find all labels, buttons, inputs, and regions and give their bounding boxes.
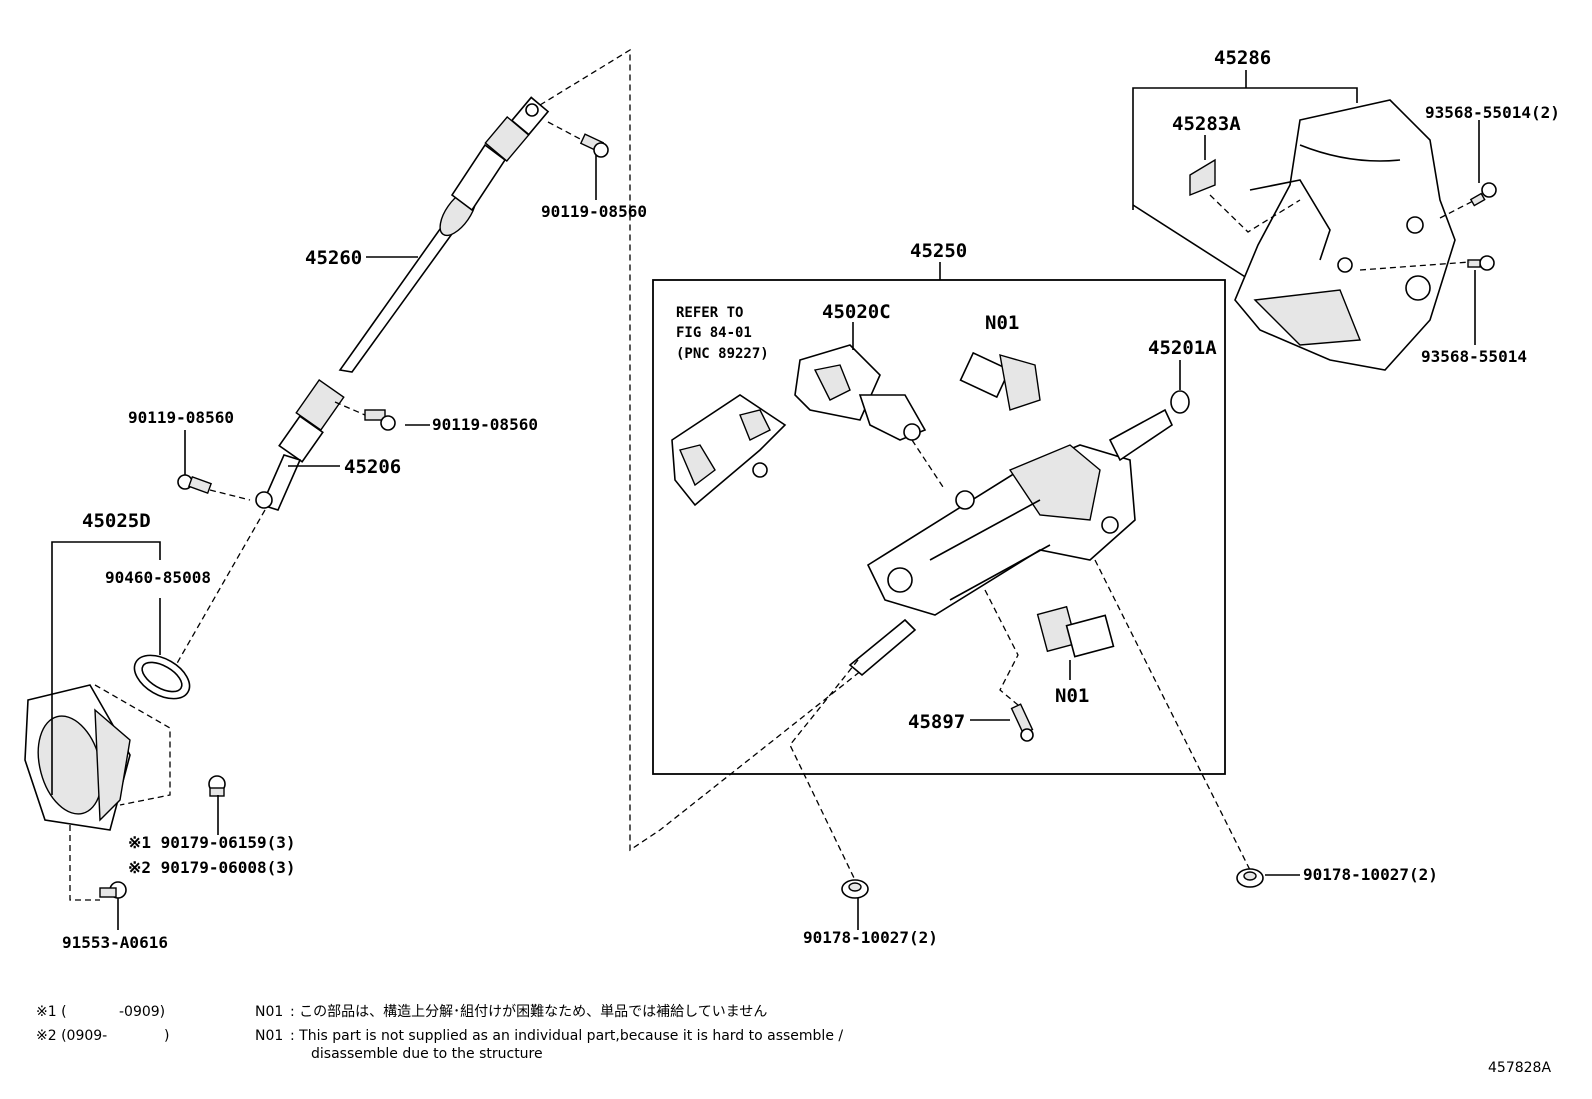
label-45286: 45286 (1214, 47, 1271, 69)
label-n01-top: N01 (985, 312, 1019, 334)
label-refer-to: REFER TO (676, 305, 743, 321)
label-90119-left: 90119-08560 (128, 408, 234, 427)
screw-93568-bottom (1467, 255, 1495, 271)
label-93568: 93568-55014 (1421, 347, 1527, 366)
part-45025d-cover (24, 684, 131, 831)
figure-id: 457828A (1488, 1060, 1551, 1076)
label-45201a: 45201A (1148, 337, 1217, 359)
dashed-boundary-left (539, 48, 901, 852)
label-refer-fig: FIG 84-01 (676, 325, 752, 341)
label-90119-right: 90119-08560 (432, 415, 538, 434)
label-45283a: 45283A (1172, 113, 1241, 135)
note-mark2-symbol: ※2 (0909- (36, 1028, 107, 1044)
note-mark1-range: -0909) (119, 1004, 165, 1020)
note-mark1-symbol: ※1 ( (36, 1004, 67, 1020)
label-45897: 45897 (908, 711, 965, 733)
label-90178-bottom: 90178-10027(2) (803, 928, 938, 947)
part-n01-motor-top (959, 351, 1041, 411)
label-n01-bottom: N01 (1055, 685, 1089, 707)
label-45260: 45260 (305, 247, 362, 269)
part-45286-column-cover (1234, 99, 1456, 371)
bolt-90119-top (579, 133, 609, 158)
dash-bolt-top (547, 121, 583, 141)
dash-bolt-left (209, 489, 251, 501)
nut-90179 (208, 775, 226, 797)
label-90178-right: 90178-10027(2) (1303, 865, 1438, 884)
label-45025d: 45025D (82, 510, 151, 532)
label-93568-2: 93568-55014(2) (1425, 103, 1560, 122)
label-90179-a: ※1 90179-06159(3) (128, 833, 296, 852)
part-45260-shaft (338, 96, 550, 373)
part-n01-motor-bottom (1036, 605, 1115, 658)
label-45020c: 45020C (822, 301, 891, 323)
label-refer-pnc: (PNC 89227) (676, 346, 769, 362)
label-91553: 91553-A0616 (62, 933, 168, 952)
dash-joint-boot (171, 509, 266, 673)
bolt-90119-left (177, 474, 213, 495)
label-90119-top: 90119-08560 (541, 202, 647, 221)
part-45250-column-body (848, 408, 1174, 677)
part-89227-module (671, 394, 787, 507)
label-90460: 90460-85008 (105, 568, 211, 587)
note-n01-en-line2: disassemble due to the structure (311, 1046, 543, 1062)
part-45020c-switch (794, 344, 927, 441)
note-n01-code-en: N01 (255, 1028, 283, 1044)
screw-93568-top (1469, 182, 1497, 207)
nut-90178-right (1236, 868, 1264, 888)
bolt-45897 (1010, 703, 1034, 742)
label-45206: 45206 (344, 456, 401, 478)
dash-bolt-right (334, 401, 366, 416)
part-45201a-ring (1170, 390, 1190, 414)
note-mark2-close: ) (164, 1028, 169, 1044)
note-n01-jp: : この部品は、構造上分解･組付けが困難なため、単品では補給していません (290, 1004, 767, 1020)
nut-90178-bottom (841, 879, 869, 899)
label-90179-b: ※2 90179-06008(3) (128, 858, 296, 877)
bolt-91553 (99, 881, 127, 899)
part-45206-joint (255, 379, 345, 511)
note-n01-en-line1: : This part is not supplied as an indivi… (290, 1028, 843, 1044)
note-n01-code-jp: N01 (255, 1004, 283, 1020)
box-45250-column-assembly (652, 279, 1226, 775)
part-45283a-label (1189, 158, 1216, 197)
label-45250: 45250 (910, 240, 967, 262)
bolt-90119-right (364, 409, 396, 431)
